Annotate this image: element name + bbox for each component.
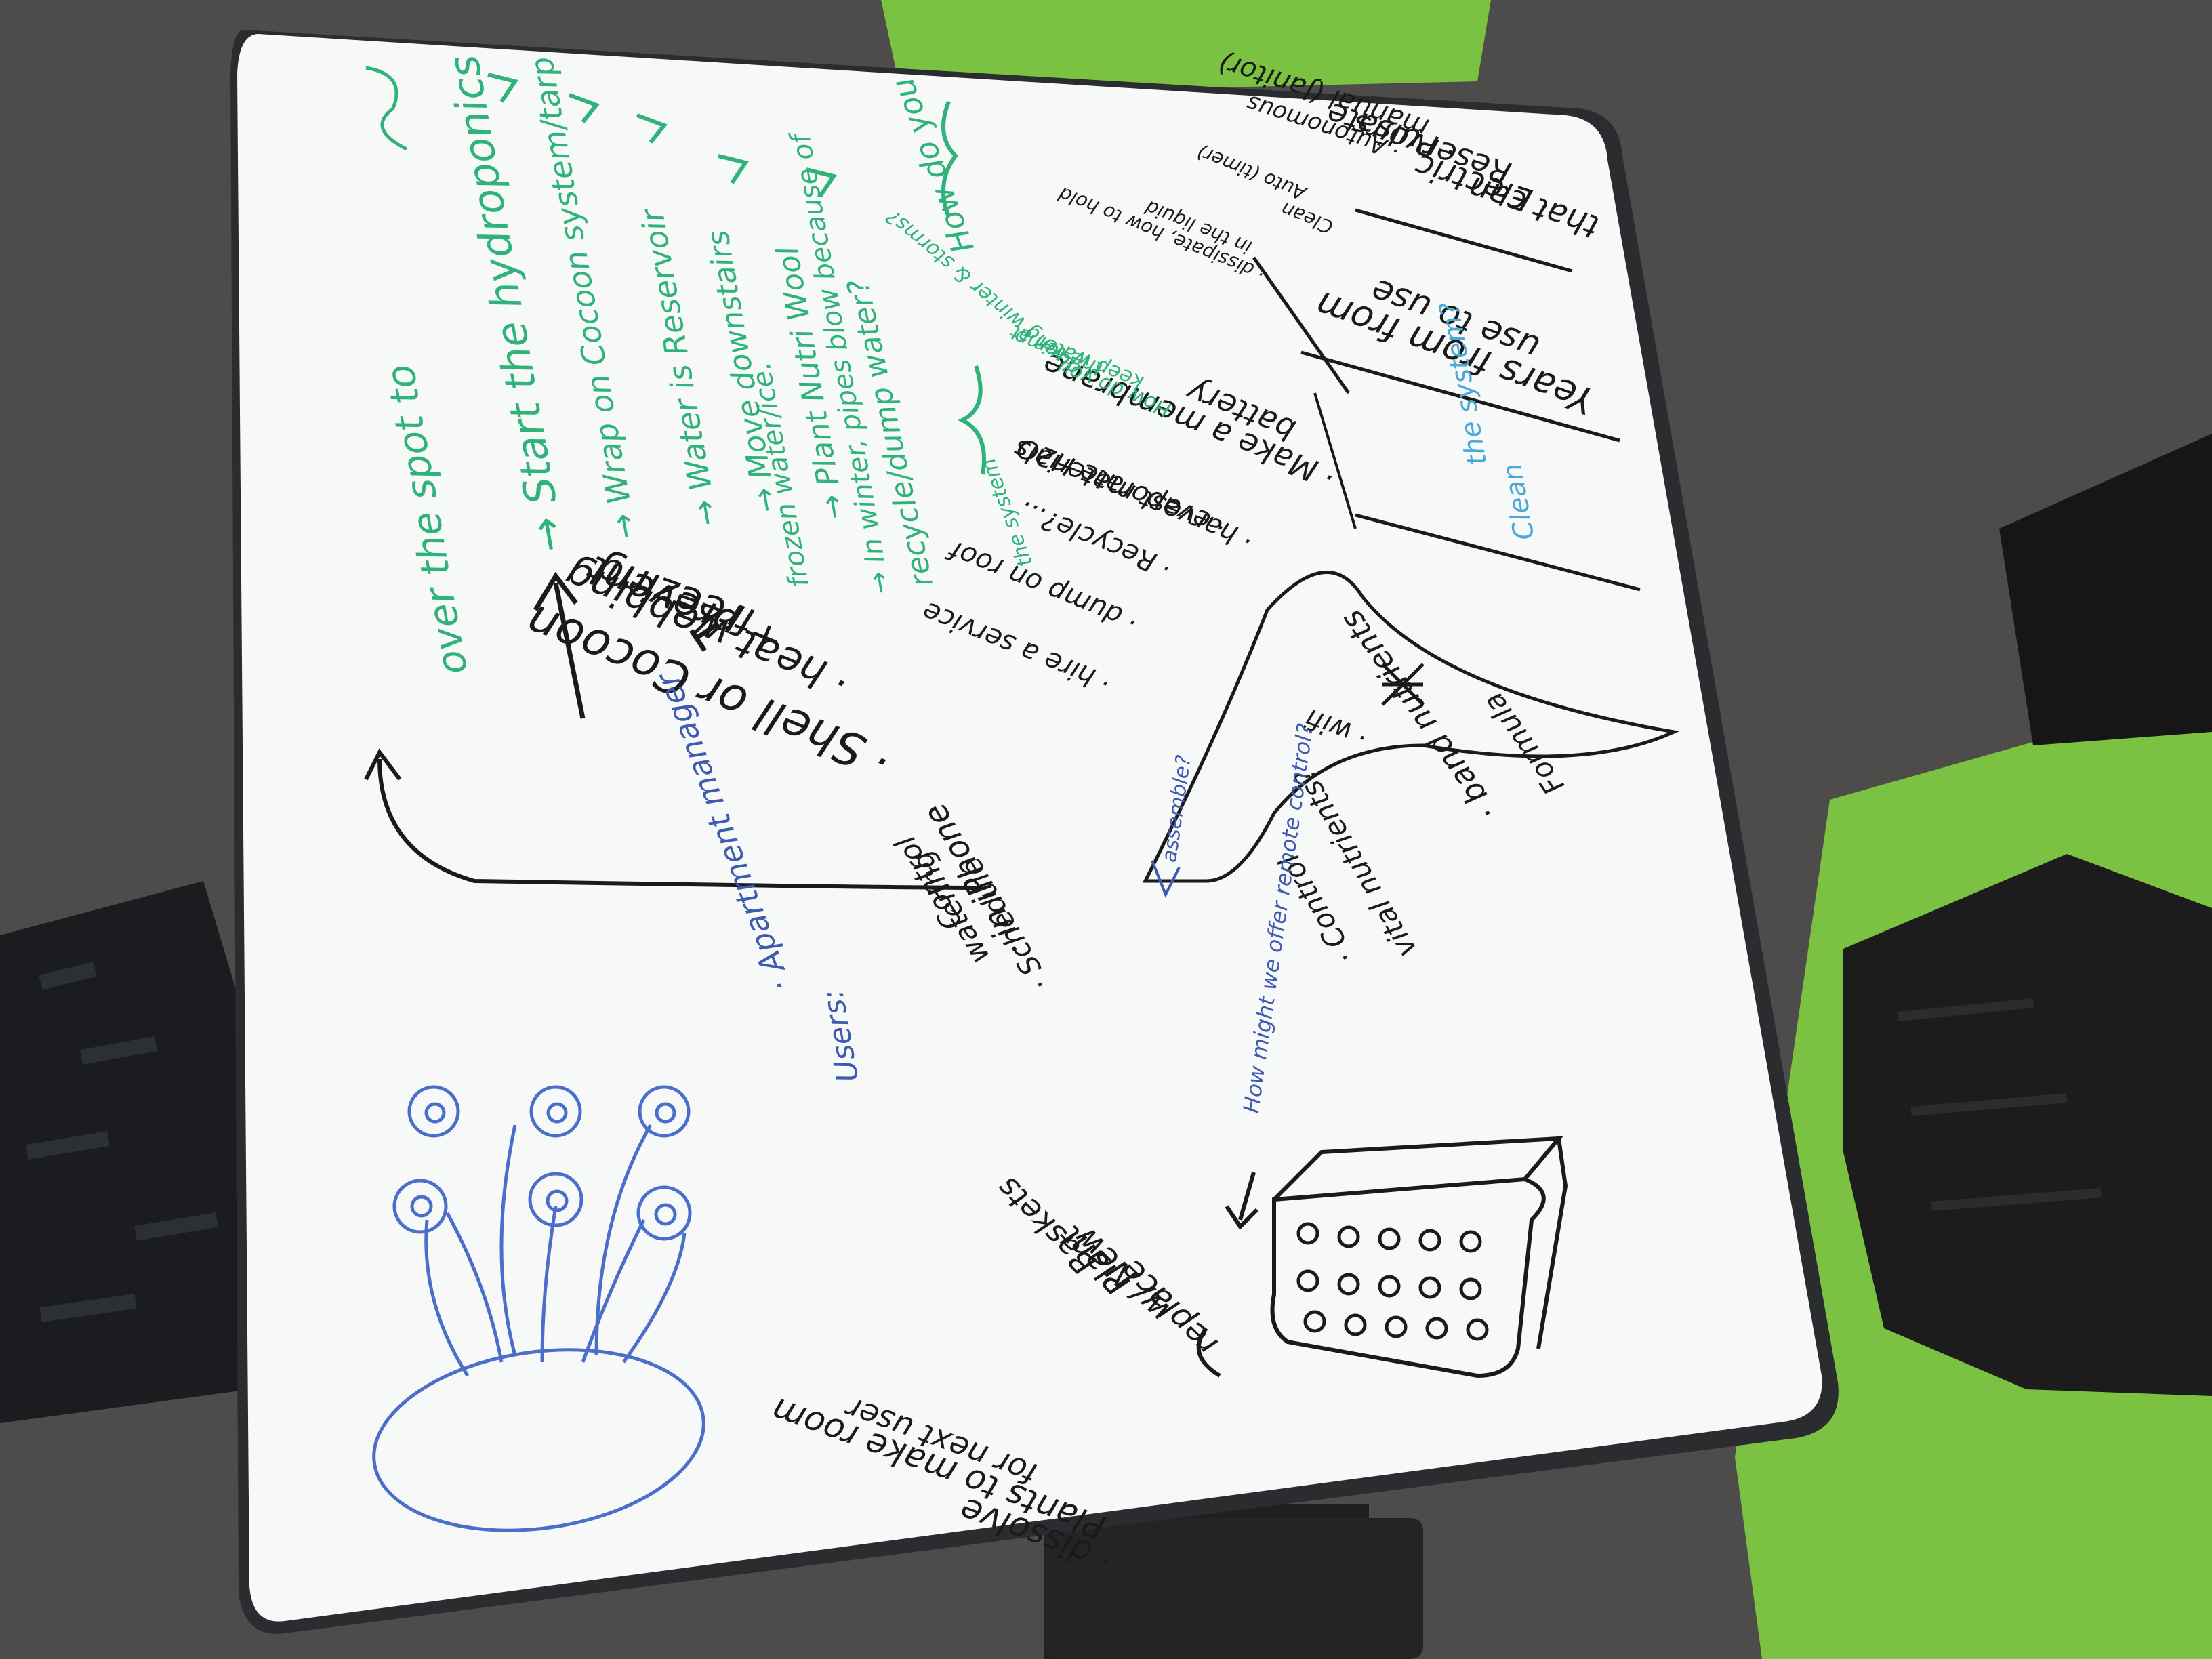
green-brace [941, 100, 958, 218]
basket-arrow [1225, 1172, 1259, 1230]
bowl-sketch [372, 1348, 705, 1532]
basket-box [1270, 1176, 1546, 1378]
basket-box-top [1272, 1136, 1563, 1202]
green-arrow-5 [487, 73, 518, 103]
arrow-loop [377, 758, 983, 890]
sprout-sketch [392, 1085, 692, 1377]
diag-line-2 [1313, 392, 1357, 529]
arrow-small [689, 621, 720, 652]
green-chair-top [881, 0, 1491, 95]
blue-arrow [1151, 860, 1181, 898]
green-arrow-2 [718, 154, 749, 184]
basket-arrow-2 [1196, 1327, 1221, 1378]
notebook [1044, 1518, 1423, 1659]
x-mark [1381, 663, 1425, 706]
green-squiggle [365, 66, 408, 151]
divider-line-1 [1355, 208, 1573, 273]
jacket-folds [1897, 998, 2102, 1211]
green-arrow-4 [568, 93, 600, 123]
divider-line-2 [1300, 350, 1620, 443]
jacket [1843, 854, 2212, 1396]
outline-sketch [1142, 571, 1680, 883]
green-arrow-3 [636, 113, 668, 144]
basket-box-side [1536, 1138, 1568, 1349]
diag-line [1252, 256, 1351, 394]
arrow-up-head [533, 571, 578, 611]
green-brace-2 [958, 365, 986, 475]
divider-line-3 [1355, 513, 1641, 592]
arrow-up [553, 582, 586, 719]
arrow-loop-head [364, 748, 402, 781]
whiteboard [237, 34, 1822, 1622]
backpack-pattern [26, 962, 218, 1322]
backpack-left [0, 881, 251, 1423]
basket-holes [1296, 1222, 1489, 1341]
bag-right [1999, 434, 2212, 745]
green-arrow-1 [806, 167, 837, 198]
